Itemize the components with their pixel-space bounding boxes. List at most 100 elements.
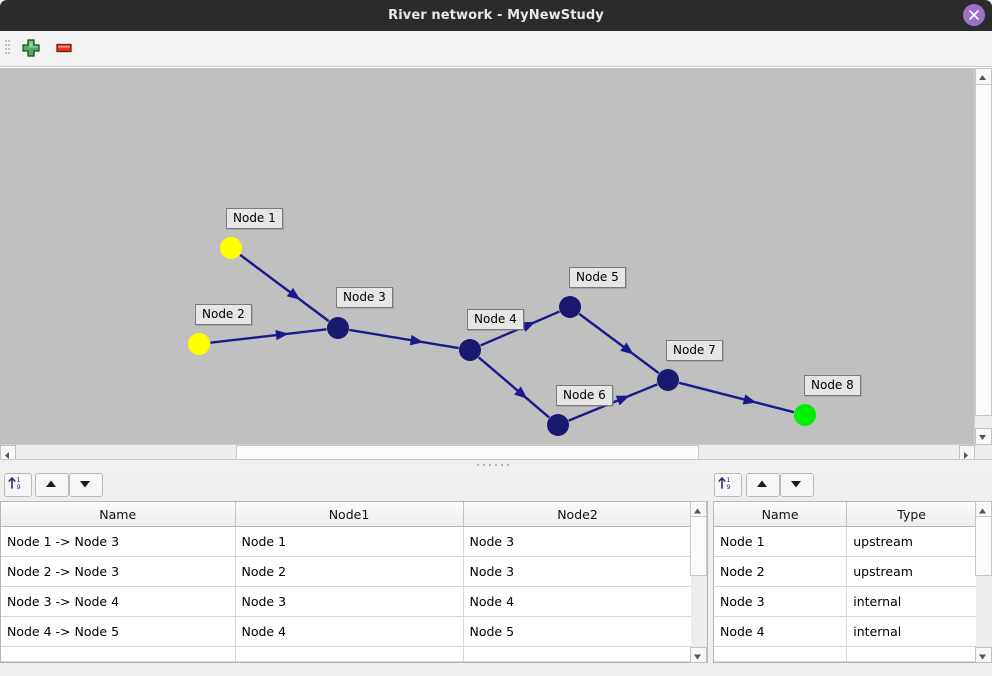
- scroll-up-arrow-icon[interactable]: [975, 68, 992, 85]
- graph-edge[interactable]: [210, 328, 327, 344]
- nodes-column-header[interactable]: Name: [714, 502, 848, 527]
- nodes-column-header[interactable]: Type: [846, 502, 977, 527]
- reaches-vertical-scroll-thumb[interactable]: [690, 516, 707, 576]
- graph-vertical-scrollbar[interactable]: [974, 68, 992, 445]
- graph-node[interactable]: [459, 339, 481, 361]
- network-graph-panel[interactable]: Node 1 Node 2 Node 3 Node 4 Node 5 Node 6 Node…: [0, 67, 992, 460]
- nodes-cell[interactable]: Node 2: [714, 556, 848, 587]
- nodes-move-down-button[interactable]: [780, 473, 814, 497]
- graph-node-label[interactable]: Node 8: [804, 375, 861, 396]
- nodes-cell[interactable]: Node 3: [714, 586, 848, 617]
- plus-icon[interactable]: [19, 37, 43, 59]
- graph-edge[interactable]: [568, 383, 658, 422]
- graph-node-label[interactable]: Node 1: [226, 208, 283, 229]
- graph-node[interactable]: [327, 317, 349, 339]
- graph-horizontal-scrollbar[interactable]: [0, 444, 975, 460]
- reaches-cell[interactable]: Node 3: [235, 586, 464, 617]
- nodes-vertical-scrollbar[interactable]: [975, 501, 992, 663]
- graph-horizontal-scroll-thumb[interactable]: [236, 445, 699, 460]
- reaches-cell-empty[interactable]: [235, 646, 464, 662]
- nodes-table-row-empty[interactable]: [714, 646, 977, 662]
- nodes-cell-empty[interactable]: [714, 646, 848, 662]
- reaches-column-header[interactable]: Name: [1, 502, 236, 527]
- nodes-cell[interactable]: upstream: [846, 556, 977, 587]
- reaches-move-up-button[interactable]: [35, 473, 69, 497]
- nodes-vertical-scroll-thumb[interactable]: [975, 516, 992, 576]
- reaches-vertical-scrollbar[interactable]: [690, 501, 708, 663]
- graph-node[interactable]: [559, 296, 581, 318]
- nodes-cell[interactable]: internal: [846, 586, 977, 617]
- nodes-cell[interactable]: Node 1: [714, 526, 848, 557]
- scroll-left-arrow-icon[interactable]: [0, 445, 16, 460]
- nodes-cell[interactable]: internal: [846, 616, 977, 647]
- reaches-cell[interactable]: Node 1 -> Node 3: [1, 526, 236, 557]
- minus-icon[interactable]: [52, 37, 76, 59]
- reaches-cell[interactable]: Node 4 -> Node 5: [1, 616, 236, 647]
- nodes-move-up-button[interactable]: [746, 473, 780, 497]
- graph-node-label[interactable]: Node 5: [569, 267, 626, 288]
- reaches-move-down-button[interactable]: [69, 473, 103, 497]
- scroll-down-arrow-icon[interactable]: [975, 428, 992, 445]
- graph-node[interactable]: [657, 369, 679, 391]
- reaches-cell[interactable]: Node 3: [463, 526, 692, 557]
- reaches-cell-empty[interactable]: [463, 646, 692, 662]
- reaches-cell[interactable]: Node 4: [235, 616, 464, 647]
- nodes-cell-empty[interactable]: [846, 646, 977, 662]
- graph-vertical-scroll-thumb[interactable]: [975, 84, 992, 416]
- reaches-column-header[interactable]: Node1: [235, 502, 464, 527]
- reaches-cell-empty[interactable]: [1, 646, 236, 662]
- reaches-cell[interactable]: Node 5: [463, 616, 692, 647]
- graph-edge[interactable]: [578, 312, 660, 375]
- graph-node[interactable]: [188, 333, 210, 355]
- toolbar-grip[interactable]: [5, 40, 10, 57]
- graph-edge[interactable]: [239, 253, 330, 323]
- graph-node[interactable]: [220, 237, 242, 259]
- nodes-scroll-up-arrow-icon[interactable]: [975, 501, 992, 517]
- reaches-column-header[interactable]: Node2: [463, 502, 692, 527]
- reaches-cell[interactable]: Node 2 -> Node 3: [1, 556, 236, 587]
- close-icon[interactable]: [963, 4, 985, 26]
- reaches-sort-button[interactable]: 1 9: [4, 473, 32, 497]
- reaches-cell[interactable]: Node 1: [235, 526, 464, 557]
- panel-splitter[interactable]: [0, 459, 992, 470]
- graph-edge[interactable]: [349, 328, 459, 350]
- reaches-cell[interactable]: Node 3: [463, 556, 692, 587]
- network-graph-canvas[interactable]: Node 1 Node 2 Node 3 Node 4 Node 5 Node 6 Node…: [0, 68, 975, 445]
- graph-edge[interactable]: [477, 356, 551, 419]
- reaches-table-row-empty[interactable]: [1, 646, 692, 662]
- reaches-cell[interactable]: Node 4: [463, 586, 692, 617]
- graph-node-label[interactable]: Node 2: [195, 304, 252, 325]
- graph-node[interactable]: [794, 404, 816, 426]
- graph-node-label[interactable]: Node 3: [336, 287, 393, 308]
- nodes-scroll-down-arrow-icon[interactable]: [975, 647, 992, 663]
- reaches-cell[interactable]: Node 2: [235, 556, 464, 587]
- network-graph-svg[interactable]: [0, 68, 975, 445]
- nodes-cell[interactable]: upstream: [846, 526, 977, 557]
- nodes-sort-button[interactable]: 1 9: [714, 473, 742, 497]
- reaches-scroll-down-arrow-icon[interactable]: [690, 647, 707, 663]
- nodes-cell[interactable]: Node 4: [714, 616, 848, 647]
- reaches-cell[interactable]: Node 3 -> Node 4: [1, 586, 236, 617]
- graph-node-label[interactable]: Node 7: [666, 340, 723, 361]
- graph-node-label[interactable]: Node 4: [467, 309, 524, 330]
- reaches-scroll-up-arrow-icon[interactable]: [690, 501, 707, 517]
- scroll-right-arrow-icon[interactable]: [959, 445, 975, 460]
- graph-node-label[interactable]: Node 6: [556, 385, 613, 406]
- graph-edge[interactable]: [678, 381, 795, 414]
